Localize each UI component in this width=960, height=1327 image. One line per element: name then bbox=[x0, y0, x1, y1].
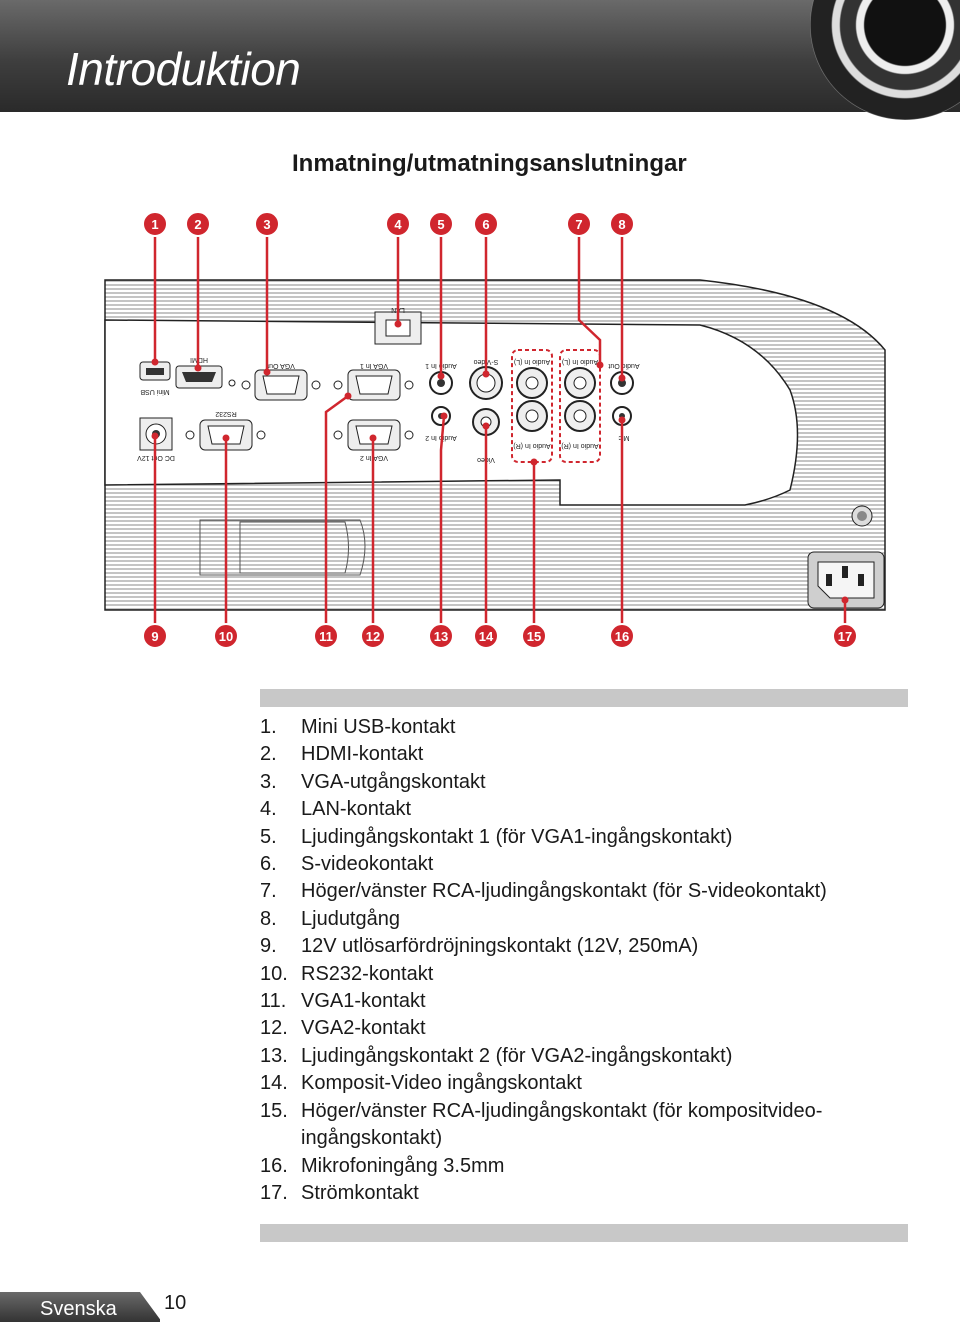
callout-9: 9 bbox=[142, 623, 168, 649]
connector-panel-diagram: LAN Mini USB HDMI VGA Out VGA In 1 VGA I… bbox=[104, 211, 886, 649]
list-item: 17.Strömkontakt bbox=[260, 1181, 419, 1204]
label-mini-usb: Mini USB bbox=[140, 388, 170, 395]
svg-text:12: 12 bbox=[366, 629, 380, 644]
callout-7: 7 bbox=[566, 211, 592, 237]
fan-grille bbox=[199, 519, 366, 576]
svg-text:9: 9 bbox=[151, 629, 158, 644]
list-item: 15.Höger/vänster RCA-ljudingångskontakt … bbox=[260, 1099, 823, 1150]
svg-text:1: 1 bbox=[151, 217, 158, 232]
footer-language-tab: Svenska bbox=[0, 1292, 160, 1322]
svg-text:11: 11 bbox=[319, 629, 333, 644]
callout-3: 3 bbox=[254, 211, 280, 237]
svg-text:16: 16 bbox=[615, 629, 629, 644]
list-item: 5.Ljudingångskontakt 1 (för VGA1-ingångs… bbox=[260, 825, 733, 848]
list-item: 12.VGA2-kontakt bbox=[260, 1017, 426, 1040]
label-audio-in-l-a: Audio In (L) bbox=[514, 358, 550, 365]
label-audio-out: Audio Out bbox=[608, 362, 639, 369]
label-rs232: RS232 bbox=[215, 410, 237, 417]
list-item: 16.Mikrofoningång 3.5mm bbox=[260, 1154, 505, 1177]
callout-11: 11 bbox=[313, 623, 339, 649]
connector-panel bbox=[104, 319, 799, 506]
list-item: 9.12V utlösarfördröjningskontakt (12V, 2… bbox=[260, 935, 699, 958]
svg-text:6: 6 bbox=[482, 217, 489, 232]
svg-text:2: 2 bbox=[194, 217, 201, 232]
list-item: 13.Ljudingångskontakt 2 (för VGA2-ingång… bbox=[260, 1044, 733, 1067]
label-audio-in-l-b: Audio In (L) bbox=[562, 358, 598, 365]
label-vga-in-1: VGA In 1 bbox=[360, 362, 388, 369]
page-number: 10 bbox=[164, 1292, 187, 1314]
label-mic: Mic bbox=[618, 434, 629, 441]
connector-list: 1.Mini USB-kontakt 2.HDMI-kontakt 3.VGA-… bbox=[260, 714, 940, 1207]
label-vga-out: VGA Out bbox=[267, 362, 295, 369]
callout-10: 10 bbox=[213, 623, 239, 649]
power-socket bbox=[807, 551, 885, 609]
chapter-title: Introduktion bbox=[66, 43, 301, 95]
list-item: 2.HDMI-kontakt bbox=[260, 743, 424, 766]
list-item: 14.Komposit-Video ingångskontakt bbox=[260, 1072, 582, 1095]
svg-text:17: 17 bbox=[838, 629, 852, 644]
svg-text:5: 5 bbox=[437, 217, 444, 232]
callout-16: 16 bbox=[609, 623, 635, 649]
section-title: Inmatning/utmatningsanslutningar bbox=[292, 150, 687, 177]
list-item: 1.Mini USB-kontakt bbox=[260, 716, 456, 738]
page-header: Introduktion bbox=[0, 0, 960, 120]
svg-text:10: 10 bbox=[219, 629, 233, 644]
svg-text:14: 14 bbox=[479, 629, 494, 644]
svg-text:13: 13 bbox=[434, 629, 448, 644]
list-item: 7.Höger/vänster RCA-ljudingångskontakt (… bbox=[260, 880, 827, 903]
list-top-bar bbox=[260, 689, 908, 707]
list-bottom-bar bbox=[260, 1224, 908, 1242]
callout-2: 2 bbox=[185, 211, 211, 237]
list-item: 3.VGA-utgångskontakt bbox=[260, 770, 486, 793]
footer-language: Svenska bbox=[40, 1298, 117, 1320]
footer-tab-notch bbox=[140, 1292, 162, 1322]
lens-graphic bbox=[810, 0, 960, 120]
list-item: 10.RS232-kontakt bbox=[260, 962, 434, 985]
callout-13: 13 bbox=[428, 623, 454, 649]
callout-4: 4 bbox=[385, 211, 411, 237]
callout-12: 12 bbox=[360, 623, 386, 649]
callout-1: 1 bbox=[142, 211, 168, 237]
list-item: 6.S-videokontakt bbox=[260, 853, 434, 876]
svg-text:7: 7 bbox=[575, 217, 582, 232]
svg-text:15: 15 bbox=[527, 629, 541, 644]
callout-15: 15 bbox=[521, 623, 547, 649]
callout-8: 8 bbox=[609, 211, 635, 237]
callout-17: 17 bbox=[832, 623, 858, 649]
svg-text:8: 8 bbox=[618, 217, 625, 232]
label-audio-in-r-b: Audio In (R) bbox=[561, 442, 598, 449]
svg-text:3: 3 bbox=[263, 217, 270, 232]
svg-text:4: 4 bbox=[394, 217, 402, 232]
callout-6: 6 bbox=[473, 211, 499, 237]
label-audio-in-r-a: Audio In (R) bbox=[513, 442, 550, 449]
callout-14: 14 bbox=[473, 623, 499, 649]
list-item: 11.VGA1-kontakt bbox=[260, 990, 426, 1013]
list-item: 8.Ljudutgång bbox=[260, 907, 400, 930]
callout-5: 5 bbox=[428, 211, 454, 237]
list-item: 4.LAN-kontakt bbox=[260, 798, 412, 821]
